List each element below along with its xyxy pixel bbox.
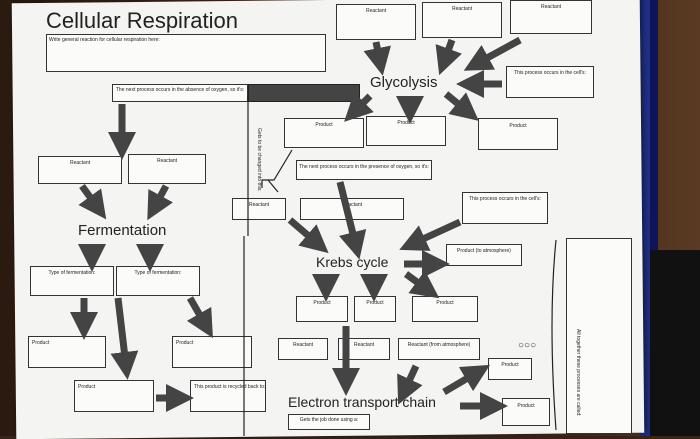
job-label: Gets the job done using a: bbox=[299, 417, 359, 423]
product-label: Product bbox=[176, 340, 194, 346]
fermentation-reactant-2[interactable]: Reactant bbox=[128, 154, 206, 184]
arrow-krebs-loc bbox=[399, 218, 462, 251]
krebs-location-box[interactable]: This process occurs in the cell's: bbox=[462, 192, 548, 224]
reactant-box-2[interactable]: Reactant bbox=[422, 2, 502, 38]
page-title: Cellular Respiration bbox=[46, 8, 238, 33]
equation-box[interactable]: Write general reaction for cellular resp… bbox=[46, 34, 326, 72]
thin-arrow bbox=[261, 149, 293, 188]
arrow-fer-r1 bbox=[78, 183, 107, 220]
product-label: Product bbox=[366, 300, 384, 306]
atmosphere-product-label: Product (to atmosphere) bbox=[457, 248, 511, 254]
fermentation-label: Fermentation bbox=[78, 222, 167, 239]
brace-line bbox=[551, 239, 557, 431]
water-drops-icon: ○○○ bbox=[518, 340, 537, 351]
location-label: This process occurs in the cell's: bbox=[514, 70, 586, 76]
arrow-fer-r2 bbox=[147, 184, 173, 221]
reactant-box-3[interactable]: Reactant bbox=[510, 0, 592, 34]
product-label: Product bbox=[32, 340, 50, 346]
product-label: Product bbox=[436, 300, 454, 306]
etc-reactant-atmosphere[interactable]: Reactant (from atmosphere) bbox=[398, 338, 480, 360]
arrow-fer-p2 bbox=[186, 296, 213, 339]
fermentation-type-label: Type of fermentation: bbox=[134, 270, 182, 276]
reactant-label: Reactant bbox=[451, 6, 472, 12]
reactant-label: Reactant bbox=[365, 8, 386, 14]
fermentation-product-3[interactable]: Product bbox=[74, 380, 154, 412]
summary-column[interactable]: All together these processes are called: bbox=[566, 238, 632, 434]
fermentation-type-label: Type of fermentation: bbox=[48, 270, 96, 276]
folder-edge bbox=[640, 0, 650, 436]
reactant-label: Reactant bbox=[69, 160, 90, 166]
product-label: Product bbox=[501, 362, 519, 368]
arrow-krebs-p3 bbox=[403, 270, 440, 299]
recycled-label: This product is recycled back to: bbox=[194, 384, 266, 390]
reactant-label: Reactant bbox=[540, 4, 561, 10]
product-label: Product bbox=[517, 403, 535, 409]
arrow-krebs-main bbox=[336, 181, 367, 260]
recycled-box[interactable]: This product is recycled back to: bbox=[190, 380, 266, 412]
arrow-glyc-p1 bbox=[344, 92, 374, 122]
reactant-box-1[interactable]: Reactant bbox=[336, 4, 416, 40]
product-label: Product bbox=[509, 123, 527, 129]
thin-arrow-head bbox=[267, 179, 279, 193]
fermentation-product-2[interactable]: Product bbox=[172, 336, 252, 368]
krebs-atmosphere-product[interactable]: Product (to atmosphere) bbox=[446, 244, 522, 266]
arrow-reactant2 bbox=[435, 38, 462, 76]
reactant-label: Reactant bbox=[341, 202, 362, 208]
arrow-reactant1 bbox=[363, 41, 391, 76]
krebs-reactant-1[interactable]: Reactant bbox=[232, 198, 286, 220]
anaerobic-box[interactable]: The next process occurs in the absence o… bbox=[112, 84, 248, 102]
dark-object bbox=[650, 250, 700, 436]
etc-product[interactable]: Product bbox=[502, 398, 550, 426]
arrow-etc-water bbox=[442, 364, 491, 396]
reactant-label: Reactant bbox=[292, 342, 313, 348]
glycolysis-product-1[interactable]: Product bbox=[284, 118, 364, 148]
etc-reactant-2[interactable]: Reactant bbox=[338, 338, 390, 360]
product-label: Product bbox=[78, 384, 96, 390]
fermentation-reactant-1[interactable]: Reactant bbox=[38, 156, 122, 184]
product-label: Product bbox=[315, 122, 333, 128]
etc-water-product[interactable]: Product bbox=[488, 358, 532, 380]
arrow-fer-down bbox=[110, 297, 139, 380]
atmosphere-reactant-label: Reactant (from atmosphere) bbox=[407, 342, 471, 348]
reactant-label: Reactant bbox=[156, 158, 177, 164]
aerobic-label: The next process occurs in the presence … bbox=[299, 164, 429, 170]
equation-prompt: Write general reaction for cellular resp… bbox=[49, 37, 160, 43]
glycolysis-product-3[interactable]: Product bbox=[478, 118, 558, 150]
folder-edge-dark bbox=[650, 0, 658, 436]
anaerobic-label: The next process occurs in the absence o… bbox=[115, 87, 245, 93]
glycolysis-location-box[interactable]: This process occurs in the cell's: bbox=[506, 66, 594, 98]
location-label: This process occurs in the cell's: bbox=[469, 196, 541, 202]
arrow-etc-atm bbox=[397, 364, 423, 405]
reactant-label: Reactant bbox=[248, 202, 269, 208]
glycolysis-label: Glycolysis bbox=[370, 74, 438, 91]
etc-job-box[interactable]: Gets the job done using a: bbox=[288, 414, 370, 430]
etc-reactant-1[interactable]: Reactant bbox=[278, 338, 328, 360]
arrow-reactant3 bbox=[463, 36, 522, 71]
krebs-label: Krebs cycle bbox=[316, 254, 389, 270]
reactant-label: Reactant bbox=[353, 342, 374, 348]
product-label: Product bbox=[313, 300, 331, 306]
fermentation-product-1[interactable]: Product bbox=[28, 336, 106, 368]
arrow-glyc-p3 bbox=[443, 91, 479, 121]
aerobic-box[interactable]: The next process occurs in the presence … bbox=[296, 160, 432, 180]
krebs-product-3[interactable]: Product bbox=[412, 296, 478, 322]
arrow-krebs-r1 bbox=[287, 217, 329, 254]
